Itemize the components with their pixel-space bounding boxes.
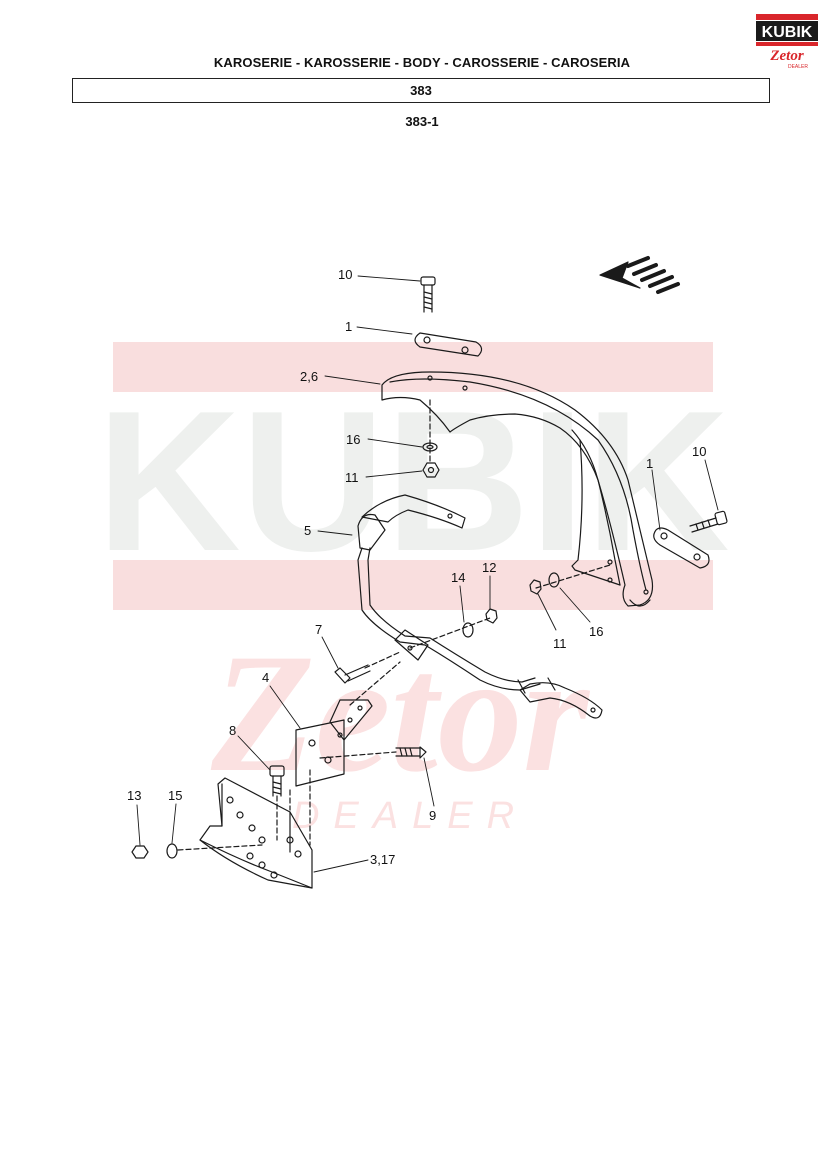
callout-11-right: 11 — [553, 636, 567, 651]
bolt-top — [420, 276, 436, 313]
callout-13: 13 — [127, 788, 141, 803]
callout-16-right: 16 — [589, 624, 603, 639]
callout-11-top: 11 — [345, 470, 359, 485]
callout-5: 5 — [304, 523, 311, 538]
callout-12: 12 — [482, 560, 496, 575]
callout-16-top: 16 — [346, 432, 360, 447]
fender — [381, 371, 654, 607]
callout-10-right: 10 — [692, 444, 706, 459]
support-bracket — [199, 769, 313, 889]
svg-text:Zetor: Zetor — [769, 48, 803, 64]
mounting-plate — [295, 661, 401, 787]
nut-and-washer-bottom — [131, 843, 263, 859]
callout-3-17: 3,17 — [370, 852, 395, 867]
screw-right — [319, 746, 427, 759]
callout-10-top: 10 — [338, 267, 352, 282]
callout-15: 15 — [168, 788, 182, 803]
watermark-dealer: DEALER — [292, 795, 528, 837]
callout-8: 8 — [229, 723, 236, 738]
plate-right — [653, 527, 710, 569]
direction-arrow-icon — [599, 256, 680, 294]
washer-and-nut-top — [422, 399, 440, 478]
washer-and-nut-right — [529, 564, 611, 595]
leader-lines — [136, 275, 719, 873]
bracket — [357, 494, 603, 719]
callout-9: 9 — [429, 808, 436, 823]
svg-text:DEALER: DEALER — [788, 64, 808, 70]
kubik-zetor-logo: KUBIK Zetor DEALER — [756, 14, 818, 70]
figure-number: 383-1 — [405, 114, 439, 129]
bolt-right — [689, 510, 728, 533]
callout-14: 14 — [451, 570, 465, 585]
callout-1-right: 1 — [646, 456, 653, 471]
bolt-vertical — [269, 765, 285, 841]
section-number: 383 — [410, 83, 432, 98]
page-title: KAROSERIE - KAROSSERIE - BODY - CAROSSER… — [213, 55, 631, 70]
callout-2-6: 2,6 — [300, 369, 318, 384]
section-number-box: 383 — [72, 78, 770, 103]
callout-4: 4 — [262, 670, 269, 685]
screw-left — [334, 651, 401, 684]
callout-1-top: 1 — [345, 319, 352, 334]
svg-text:KUBIK: KUBIK — [762, 24, 813, 41]
callout-7: 7 — [315, 622, 322, 637]
plate-top — [414, 332, 483, 357]
watermark-text: KUBIK — [96, 370, 729, 593]
